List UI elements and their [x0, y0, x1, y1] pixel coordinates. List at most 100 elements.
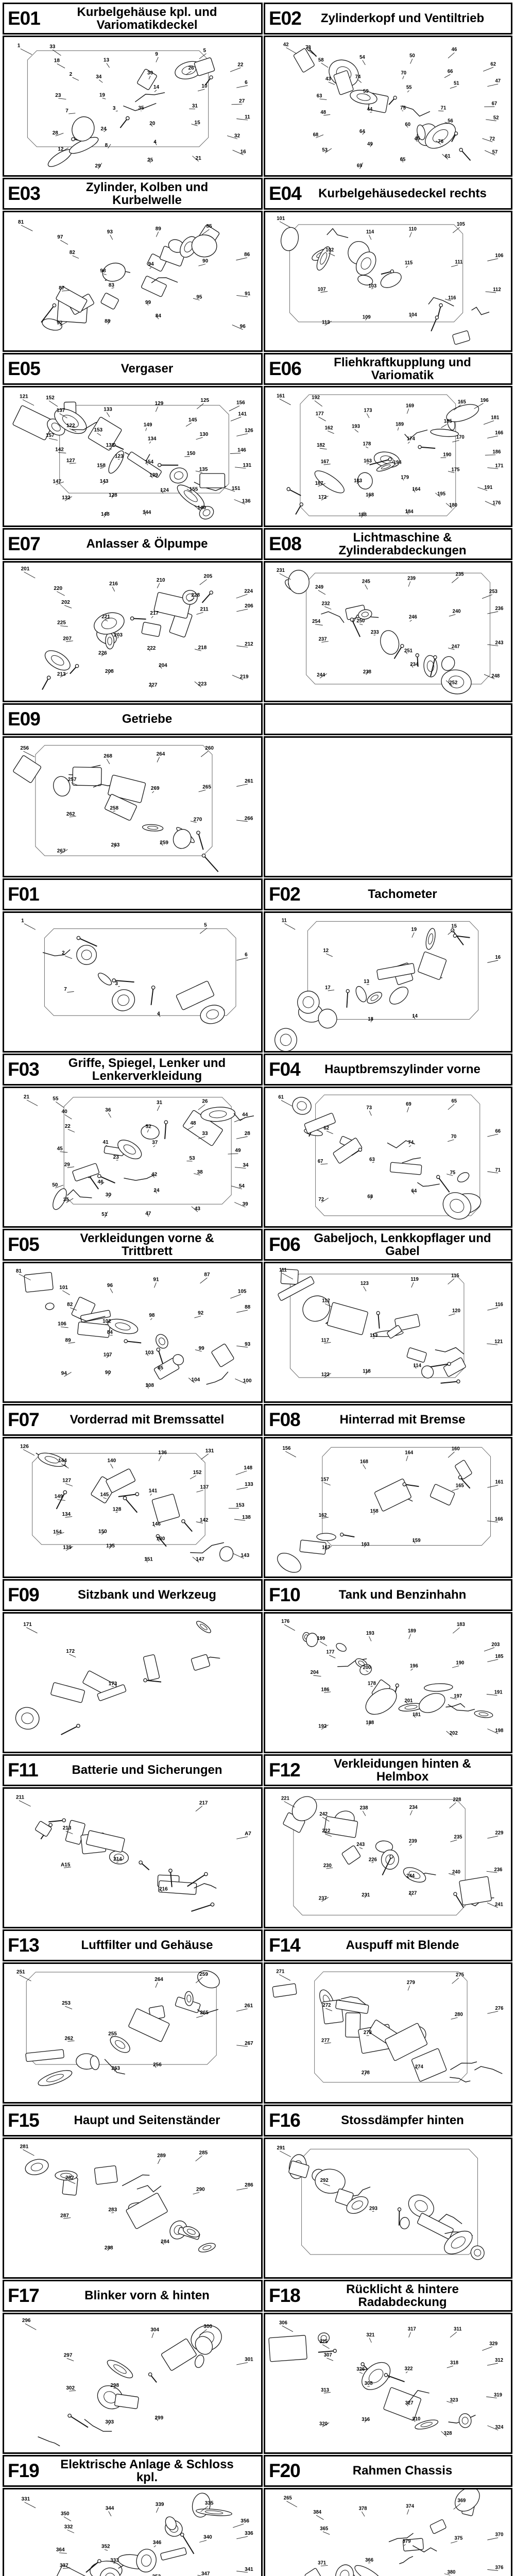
- part-callout: 112: [322, 1298, 330, 1303]
- part-callout: 350: [61, 2511, 70, 2517]
- part-callout: 246: [409, 615, 417, 620]
- part-callout: 99: [145, 300, 151, 306]
- part-callout: 288: [105, 2245, 113, 2251]
- part-callout: 27: [239, 98, 245, 104]
- part-callout: 134: [62, 1512, 71, 1517]
- part-callout: 30: [147, 70, 153, 76]
- part-callout: 188: [366, 1720, 374, 1725]
- part-callout: 196: [410, 1663, 418, 1669]
- part-callout: 286: [245, 2182, 253, 2188]
- section-title: Stossdämpfer hinten: [341, 2113, 464, 2128]
- part-callout: 52: [493, 115, 499, 121]
- part-callout: 216: [109, 581, 118, 587]
- part-callout: 151: [144, 1557, 153, 1563]
- part-callout: 325: [320, 2339, 328, 2345]
- section-code: F18: [269, 2285, 301, 2306]
- part-callout: 102: [325, 247, 334, 253]
- part-callout: 55: [406, 84, 412, 90]
- diagram-svg: 4243444546474849505152535455565758596061…: [283, 42, 501, 169]
- part-callout: 167: [321, 459, 329, 465]
- part-callout: 61: [278, 1095, 284, 1100]
- part-callout: 183: [354, 478, 362, 484]
- part-callout: 179: [401, 474, 409, 480]
- section-code: E07: [8, 533, 41, 554]
- part-callout: 38: [197, 1170, 203, 1175]
- part-callout: 26: [202, 1099, 208, 1105]
- part-callout: 217: [150, 611, 159, 616]
- part-callout: 174: [407, 436, 415, 442]
- part-callout: 88: [245, 1304, 251, 1310]
- part-callout: 265: [284, 2496, 292, 2501]
- part-callout: 160: [452, 1446, 460, 1452]
- part-callout: 281: [20, 2144, 29, 2149]
- part-callout: 164: [412, 486, 420, 492]
- part-callout: 352: [101, 2544, 110, 2549]
- part-callout: 326: [356, 2366, 365, 2372]
- part-callout: 42: [283, 42, 289, 47]
- part-callout: 87: [204, 1272, 210, 1278]
- part-callout: 125: [200, 398, 209, 403]
- part-callout: 35: [138, 105, 144, 111]
- part-callout: 47: [495, 78, 501, 84]
- part-callout: 267: [57, 848, 66, 854]
- diagram-svg: 2312322332342352362372382392402432442452…: [277, 568, 504, 694]
- part-callout: 226: [98, 650, 107, 656]
- section-code: E02: [269, 8, 302, 29]
- part-callout: 3: [115, 981, 118, 987]
- part-callout: 263: [111, 2065, 120, 2071]
- part-callout: 107: [318, 286, 326, 292]
- part-callout: 89: [156, 226, 162, 232]
- part-callout: 262: [64, 2036, 73, 2041]
- part-callout: 46: [452, 47, 457, 53]
- part-callout: 123: [360, 1281, 369, 1286]
- part-callout: 181: [491, 415, 499, 420]
- part-callout: 238: [363, 669, 371, 675]
- part-callout: 292: [320, 2178, 329, 2183]
- part-callout: 237: [319, 636, 327, 642]
- diagram-svg: 1211221231241251261271281291301311321331…: [12, 394, 253, 520]
- part-callout: 90: [105, 1370, 111, 1376]
- part-callout: 106: [58, 1321, 66, 1327]
- part-callout: 238: [360, 1805, 368, 1811]
- section-title: Kurbelgehäusedeckel rechts: [318, 187, 487, 201]
- section-code: F15: [8, 2110, 40, 2131]
- part-callout: 133: [104, 406, 112, 412]
- part-callout: 206: [245, 603, 253, 609]
- part-callout: 122: [66, 423, 75, 429]
- part-callout: 162: [319, 1513, 327, 1518]
- part-callout: 173: [109, 1681, 117, 1687]
- part-callout: 224: [244, 588, 253, 594]
- part-callout: 34: [96, 74, 102, 80]
- part-callout: 128: [113, 1506, 122, 1512]
- part-callout: 111: [279, 1267, 287, 1273]
- part-callout: 91: [245, 291, 251, 297]
- part-callout: 21: [24, 1094, 30, 1100]
- part-callout: 172: [318, 495, 327, 500]
- part-callout: 119: [410, 1277, 419, 1282]
- part-callout: 384: [313, 2510, 321, 2515]
- part-callout: 24: [153, 1188, 160, 1193]
- part-callout: 266: [245, 816, 253, 821]
- part-callout: 324: [495, 2425, 503, 2430]
- part-callout: 22: [65, 1124, 71, 1129]
- part-callout: 202: [450, 1731, 458, 1736]
- part-callout: 202: [61, 600, 70, 605]
- part-callout: 32: [234, 133, 241, 139]
- part-callout: 67: [318, 1159, 323, 1164]
- part-callout: 240: [453, 608, 461, 614]
